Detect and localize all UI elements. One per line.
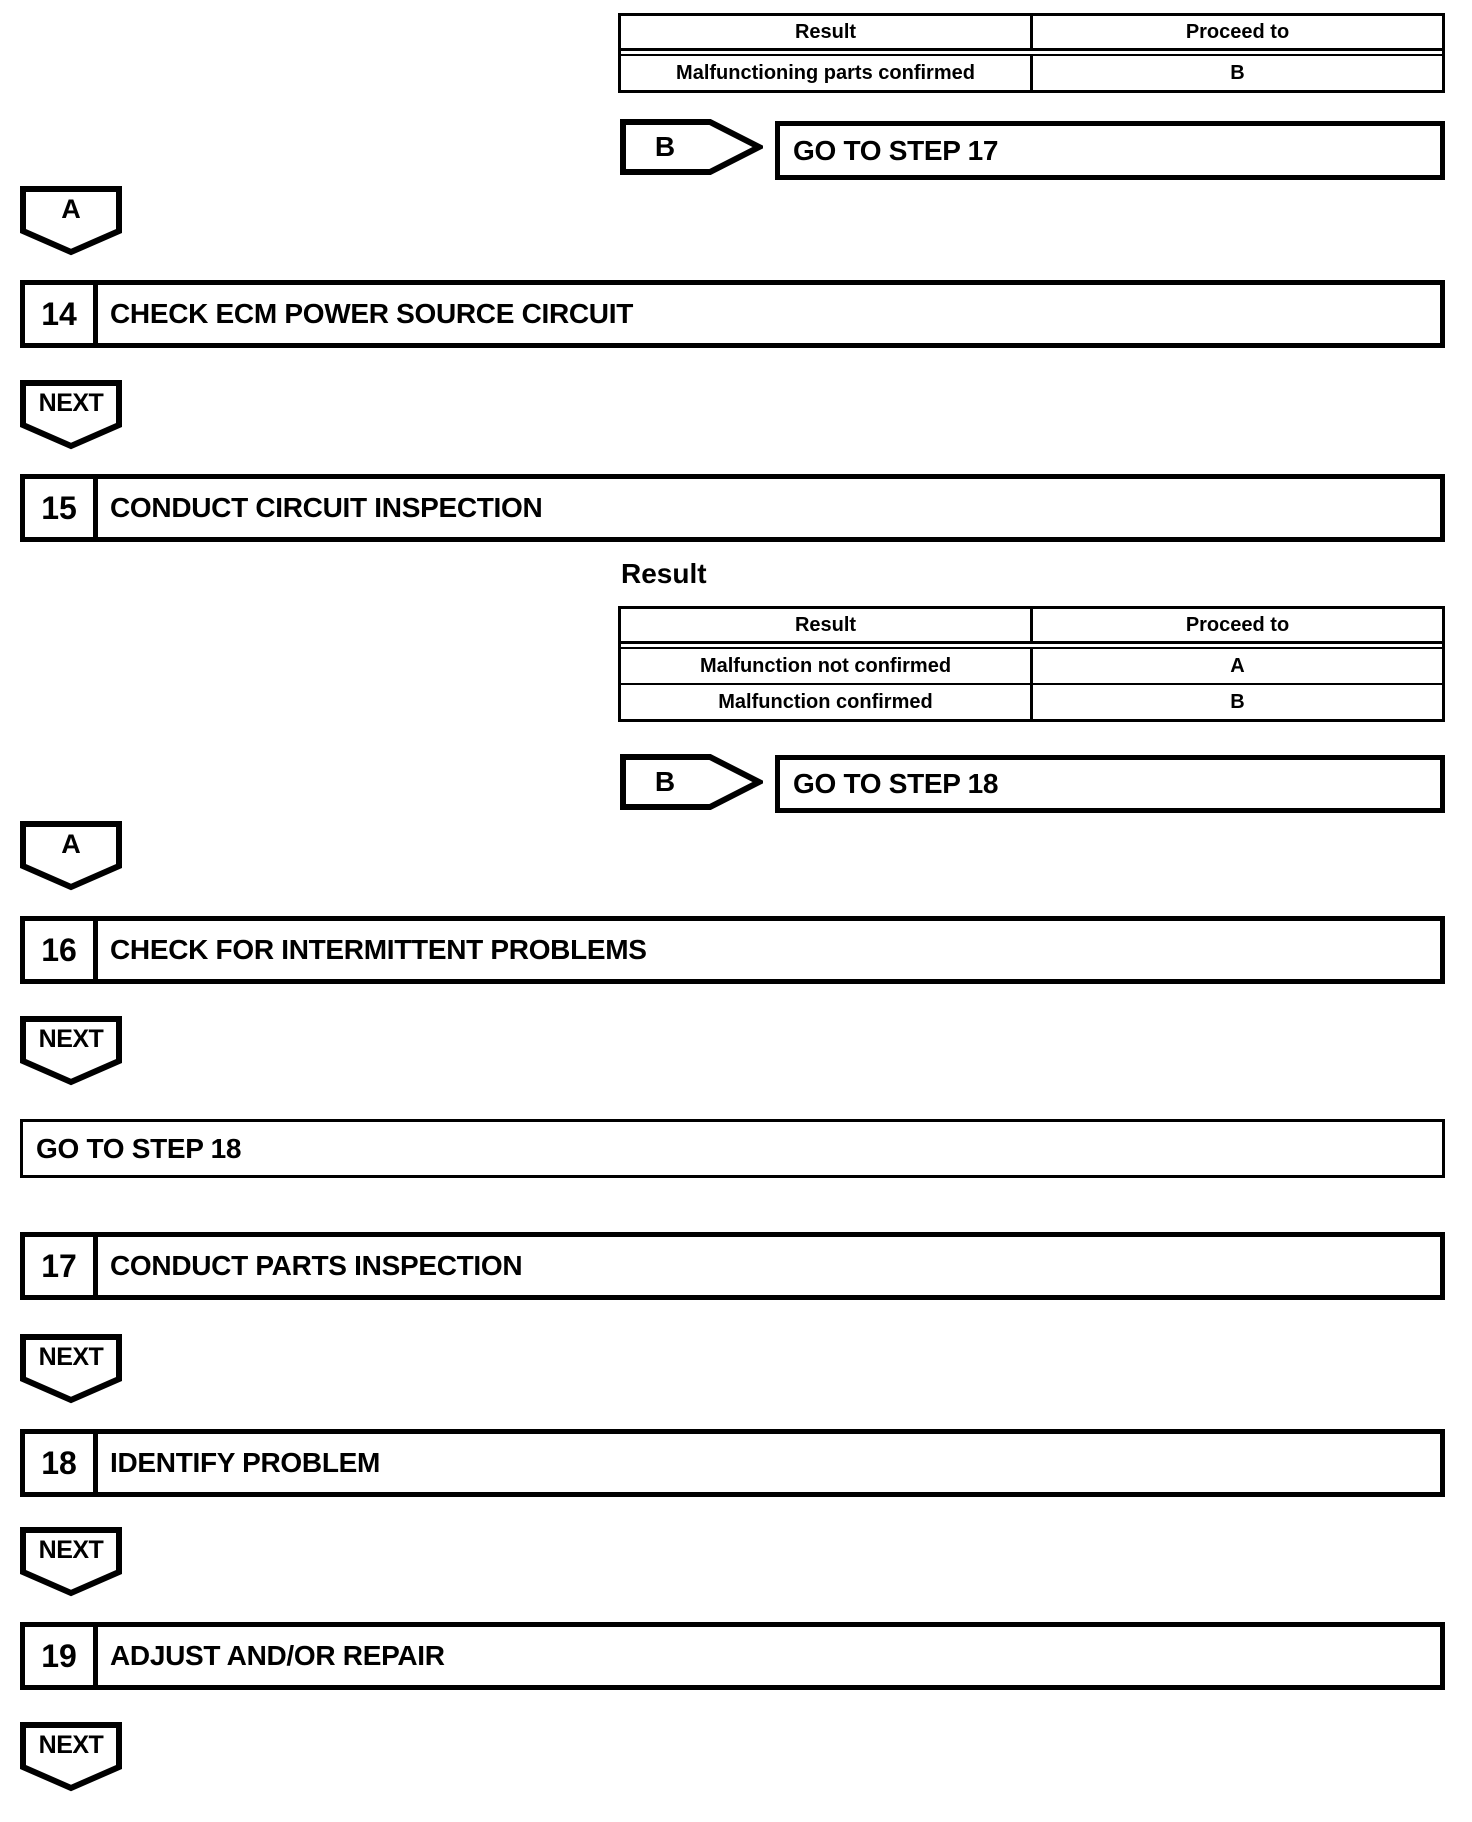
step-title: CHECK ECM POWER SOURCE CIRCUIT <box>110 298 634 329</box>
pentagon-right-icon <box>620 754 763 810</box>
result-table-top: Result Proceed to Malfunctioning parts c… <box>618 13 1445 93</box>
step-18-box: 18 IDENTIFY PROBLEM <box>20 1429 1445 1497</box>
connector-b-2: B <box>620 754 763 810</box>
pentagon-down-icon <box>20 1334 122 1404</box>
connector-a-1: A <box>20 186 122 256</box>
step-number: 17 <box>25 1237 98 1295</box>
goto-step-18-standalone-box: GO TO STEP 18 <box>20 1119 1445 1178</box>
connector-next-3: NEXT <box>20 1334 122 1404</box>
pentagon-down-icon <box>20 1722 122 1792</box>
step-number: 19 <box>25 1627 98 1685</box>
connector-next-2: NEXT <box>20 1016 122 1086</box>
table-double-rule <box>621 644 1442 649</box>
table-header-proceed-to: Proceed to <box>1185 613 1290 636</box>
step-title: CONDUCT PARTS INSPECTION <box>110 1250 523 1281</box>
table-header-result: Result <box>621 16 1033 48</box>
table-row: Malfunction not confirmed A <box>621 649 1442 683</box>
table-cell-proceed-to: B <box>1230 690 1245 713</box>
table-row: Malfunction confirmed B <box>621 683 1442 719</box>
result-caption: Result <box>621 558 707 589</box>
step-number: 14 <box>25 285 98 343</box>
connector-b-label: B <box>654 766 676 797</box>
connector-next-5: NEXT <box>20 1722 122 1792</box>
table-header-proceed-to: Proceed to <box>1185 20 1290 43</box>
step-title: CONDUCT CIRCUIT INSPECTION <box>110 492 543 523</box>
connector-next-label: NEXT <box>38 388 104 417</box>
table-cell-proceed-to: B <box>1230 61 1245 84</box>
connector-next-4: NEXT <box>20 1527 122 1597</box>
connector-a-label: A <box>61 193 81 224</box>
table-cell-result: Malfunctioning parts confirmed <box>621 56 1033 90</box>
step-number: 15 <box>25 479 98 537</box>
connector-next-label: NEXT <box>38 1024 104 1053</box>
table-header-result: Result <box>621 609 1033 641</box>
connector-b-1: B <box>620 119 763 175</box>
step-17-box: 17 CONDUCT PARTS INSPECTION <box>20 1232 1445 1300</box>
table-header-row: Result Proceed to <box>621 609 1442 644</box>
goto-step-17-box: GO TO STEP 17 <box>775 121 1445 180</box>
table-cell-result: Malfunction confirmed <box>621 685 1033 719</box>
step-number: 16 <box>25 921 98 979</box>
goto-step-18-box: GO TO STEP 18 <box>775 755 1445 813</box>
step-number: 18 <box>25 1434 98 1492</box>
step-14-box: 14 CHECK ECM POWER SOURCE CIRCUIT <box>20 280 1445 348</box>
pentagon-down-icon <box>20 1016 122 1086</box>
pentagon-right-icon <box>620 119 763 175</box>
step-15-box: 15 CONDUCT CIRCUIT INSPECTION <box>20 474 1445 542</box>
connector-next-label: NEXT <box>38 1535 104 1564</box>
step-title: ADJUST AND/OR REPAIR <box>110 1640 445 1671</box>
result-table-inspection: Result Proceed to Malfunction not confir… <box>618 606 1445 722</box>
connector-next-label: NEXT <box>38 1730 104 1759</box>
table-double-rule <box>621 51 1442 56</box>
table-header-row: Result Proceed to <box>621 16 1442 51</box>
step-title: CHECK FOR INTERMITTENT PROBLEMS <box>110 934 647 965</box>
step-title: IDENTIFY PROBLEM <box>110 1447 381 1478</box>
connector-a-2: A <box>20 821 122 891</box>
table-cell-result: Malfunction not confirmed <box>621 649 1033 683</box>
step-16-box: 16 CHECK FOR INTERMITTENT PROBLEMS <box>20 916 1445 984</box>
pentagon-down-icon <box>20 380 122 450</box>
connector-next-1: NEXT <box>20 380 122 450</box>
connector-a-label: A <box>61 828 81 859</box>
connector-b-label: B <box>654 131 676 162</box>
pentagon-down-icon <box>20 186 122 256</box>
pentagon-down-icon <box>20 1527 122 1597</box>
table-cell-proceed-to: A <box>1230 654 1245 677</box>
connector-next-label: NEXT <box>38 1342 104 1371</box>
step-19-box: 19 ADJUST AND/OR REPAIR <box>20 1622 1445 1690</box>
table-row: Malfunctioning parts confirmed B <box>621 56 1442 90</box>
pentagon-down-icon <box>20 821 122 891</box>
